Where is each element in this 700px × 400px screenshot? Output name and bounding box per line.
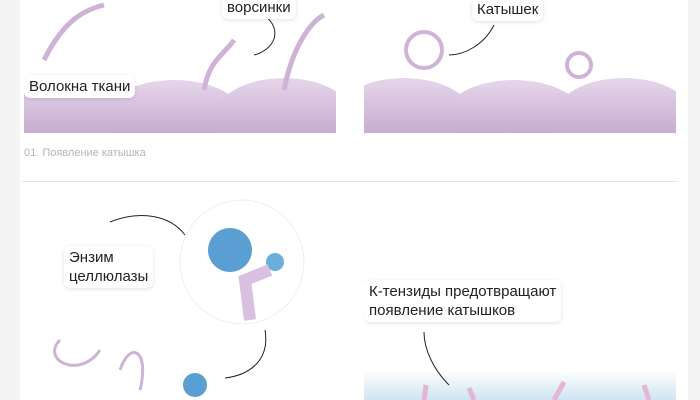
label-fibers: Волокна ткани xyxy=(24,75,136,98)
content-page: ворсинки Волокна ткани Катышек 01. Появл… xyxy=(20,0,688,400)
label-surfactant-line2: появление катышков xyxy=(369,302,516,319)
label-surfactant: К-тензиды предотвращают появление катышко… xyxy=(364,280,562,322)
label-enzyme: Энзим целлюлазы xyxy=(64,246,154,288)
label-enzyme-line2: целлюлазы xyxy=(69,268,149,285)
section-caption: 01. Появление катышка xyxy=(24,147,146,159)
enzyme-illustration: Энзим целлюлазы xyxy=(20,190,350,400)
label-surfactant-line1: К-тензиды предотвращают xyxy=(369,283,557,300)
surfactant-illustration: К-тензиды предотвращают появление катышко… xyxy=(364,270,676,400)
divider xyxy=(22,181,678,182)
label-enzyme-line1: Энзим xyxy=(69,249,114,266)
label-villi: ворсинки xyxy=(222,0,296,19)
fabric-fibers-illustration: ворсинки Волокна ткани xyxy=(24,0,336,133)
pill-formation-illustration: Катышек xyxy=(364,0,676,133)
label-pill: Катышек xyxy=(472,0,544,21)
